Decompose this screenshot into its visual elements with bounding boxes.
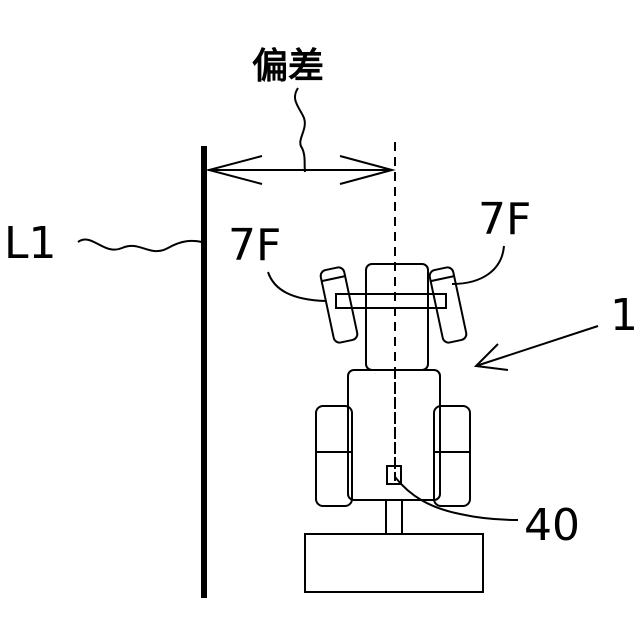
front-wheel-right-label: 7F [478, 194, 531, 245]
line-label-l1: L1 [4, 218, 57, 269]
deviation-leader [295, 88, 305, 172]
front-wheel-right-leader [452, 246, 504, 284]
front-wheel-right [429, 266, 468, 343]
sensor-label-40: 40 [524, 500, 580, 551]
front-axle [336, 294, 446, 308]
vehicle-label-1: 1 [610, 290, 638, 341]
front-wheel-left-label: 7F [228, 220, 281, 271]
deviation-label: 偏差 [252, 46, 324, 87]
rear-wheel-left [316, 406, 352, 506]
vehicle-arrow-shaft [476, 326, 598, 366]
vehicle-hood [366, 264, 428, 370]
front-wheel-left [320, 266, 359, 343]
rear-implement [305, 534, 483, 592]
sensor-leader [395, 477, 518, 520]
front-wheel-left-leader [268, 272, 326, 301]
hitch-link [386, 500, 402, 534]
l1-leader [78, 240, 202, 252]
